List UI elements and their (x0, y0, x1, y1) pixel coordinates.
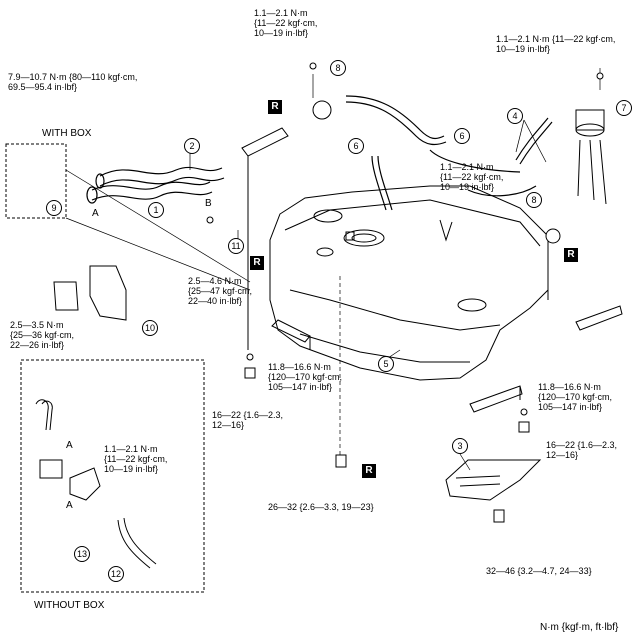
torque-label-nut-left: 16—22 {1.6—2.3, 12—16} (212, 410, 283, 430)
torque-label-filler-bolt: 7.9—10.7 N·m {80—110 kgf·cm, 69.5—95.4 i… (8, 72, 137, 92)
fuel-tank (269, 185, 549, 381)
torque-label-guard-bolt: 32—46 {3.2—4.7, 24—33} (486, 566, 592, 576)
torque-label-top-right: 1.1—2.1 N·m {11—22 kgf·cm, 10—19 in·lbf} (496, 34, 615, 54)
callout-2: 2 (184, 138, 200, 154)
torque-line: 10—19 in·lbf} (254, 28, 309, 38)
torque-line: 16—22 {1.6—2.3, (546, 440, 618, 450)
with-box-frame (5, 143, 67, 219)
torque-line: 1.1—2.1 N·m {11—22 kgf·cm, (496, 34, 616, 44)
torque-label-filler-screw: 2.5—4.6 N·m {25—47 kgf·cm, 22—40 in·lbf} (188, 276, 252, 306)
callout-7: 7 (616, 100, 632, 116)
torque-line: 22—26 in·lbf} (10, 340, 65, 350)
vent-hoses (345, 95, 553, 211)
torque-line: 7.9—10.7 N·m {80—110 kgf·cm, (8, 72, 138, 82)
callout-9: 9 (46, 200, 62, 216)
torque-line: {25—47 kgf·cm, (188, 286, 253, 296)
torque-line: 10—19 in·lbf} (104, 464, 159, 474)
torque-line: 11.8—16.6 N·m (538, 382, 601, 392)
torque-line: {11—22 kgf·cm, (440, 172, 504, 182)
callout-11: 11 (228, 238, 244, 254)
callout-10: 10 (142, 320, 158, 336)
torque-line: {11—22 kgf·cm, (104, 454, 168, 464)
tank-straps (241, 127, 623, 413)
torque-line: 105—147 in·lbf} (268, 382, 333, 392)
torque-line: 16—22 {1.6—2.3, (212, 410, 284, 420)
torque-line: 11.8—16.6 N·m (268, 362, 331, 372)
torque-line: 1.1—2.1 N·m (104, 444, 158, 454)
torque-line: 32—46 {3.2—4.7, 24—33} (486, 566, 592, 576)
torque-line: 2.5—3.5 N·m (10, 320, 64, 330)
torque-line: {11—22 kgf·cm, (254, 18, 318, 28)
callout-6-left: 6 (348, 138, 364, 154)
filler-hoses (86, 166, 225, 204)
torque-label-without-box: 1.1—2.1 N·m {11—22 kgf·cm, 10—19 in·lbf} (104, 444, 167, 474)
torque-line: 2.5—4.6 N·m (188, 276, 242, 286)
torque-line: 22—40 in·lbf} (188, 296, 243, 306)
fuel-pump-unit (575, 109, 607, 205)
replace-mark-right: R (564, 248, 578, 262)
torque-line: 10—19 in·lbf} (496, 44, 551, 54)
replace-mark-center: R (362, 464, 376, 478)
torque-line: 10—19 in·lbf} (440, 182, 495, 192)
letter-a-without-box-1: A (66, 440, 73, 451)
torque-line: 26—32 {2.6—3.3, 19—23} (268, 502, 374, 512)
letter-a-without-box-2: A (66, 500, 73, 511)
torque-label-strap-left: 11.8—16.6 N·m {120—170 kgf·cm, 105—147 i… (268, 362, 342, 392)
leader-lines (65, 68, 601, 471)
torque-label-center-bolt: 26—32 {2.6—3.3, 19—23} (268, 502, 374, 512)
callout-1: 1 (148, 202, 164, 218)
box-part (53, 265, 127, 321)
callout-6-right: 6 (454, 128, 470, 144)
callout-5: 5 (378, 356, 394, 372)
torque-line: 105—147 in·lbf} (538, 402, 603, 412)
torque-line: {120—170 kgf·cm, (538, 392, 613, 402)
torque-label-mid-right: 1.1—2.1 N·m {11—22 kgf·cm, 10—19 in·lbf} (440, 162, 503, 192)
torque-label-box-bolts: 2.5—3.5 N·m {25—36 kgf·cm, 22—26 in·lbf} (10, 320, 74, 350)
units-caption: N·m {kgf·m, ft·lbf} (540, 622, 619, 633)
without-box-frame (20, 359, 205, 593)
torque-line: {25—36 kgf·cm, (10, 330, 75, 340)
letter-a-with-box: A (92, 208, 99, 219)
callout-8-right: 8 (526, 192, 542, 208)
callout-13: 13 (74, 546, 90, 562)
torque-label-strap-right: 11.8—16.6 N·m {120—170 kgf·cm, 105—147 i… (538, 382, 612, 412)
torque-line: 1.1—2.1 N·m (440, 162, 494, 172)
torque-line: {120—170 kgf·cm, (268, 372, 343, 382)
torque-line: 69.5—95.4 in·lbf} (8, 82, 78, 92)
replace-mark-top: R (268, 100, 282, 114)
callout-3: 3 (452, 438, 468, 454)
tank-guard (445, 459, 542, 501)
torque-line: 1.1—2.1 N·m (254, 8, 308, 18)
callout-4: 4 (507, 108, 523, 124)
without-box-caption: WITHOUT BOX (34, 600, 105, 611)
replace-mark-filler: R (250, 256, 264, 270)
callout-12: 12 (108, 566, 124, 582)
with-box-caption: WITH BOX (42, 128, 92, 139)
fasteners (206, 62, 604, 523)
letter-b: B (205, 198, 212, 209)
torque-label-nut-right: 16—22 {1.6—2.3, 12—16} (546, 440, 617, 460)
torque-line: 12—16} (212, 420, 245, 430)
without-box-drawing (35, 399, 157, 569)
callout-8-top: 8 (330, 60, 346, 76)
torque-label-top-center: 1.1—2.1 N·m {11—22 kgf·cm, 10—19 in·lbf} (254, 8, 317, 38)
torque-line: 12—16} (546, 450, 579, 460)
